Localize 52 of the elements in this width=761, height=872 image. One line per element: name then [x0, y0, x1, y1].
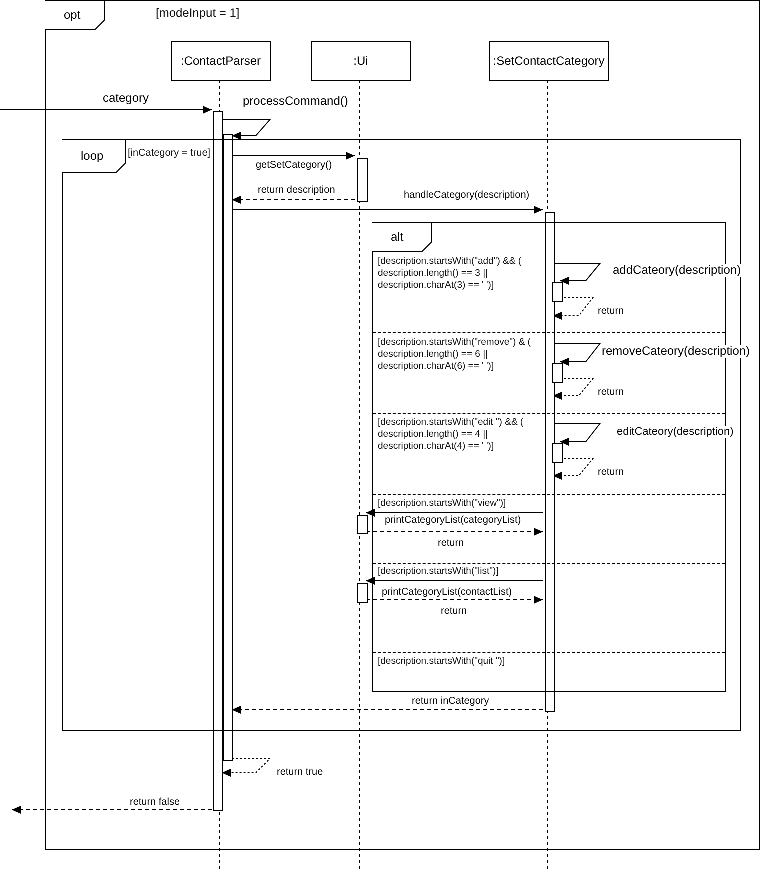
- participant-box: :SetContactCategory: [489, 41, 609, 81]
- activation-bar: [357, 515, 368, 534]
- message-label: return: [597, 467, 626, 478]
- guard-condition: [description.startsWith("view")]: [378, 498, 508, 510]
- message-arrow: [366, 509, 544, 517]
- guard-condition: [inCategory = true]: [128, 148, 211, 160]
- message-arrow: [222, 758, 272, 777]
- activation-bar: [357, 158, 368, 202]
- guard-condition: [description.startsWith("list")]: [378, 566, 500, 578]
- message-arrow: [232, 152, 356, 160]
- fragment-label: opt: [64, 8, 81, 22]
- activation-bar: [552, 443, 563, 463]
- activation-bar: [552, 363, 563, 383]
- message-label: getSetCategory(): [255, 160, 334, 171]
- message-label: removeCateory(description): [601, 345, 752, 358]
- guard-condition: [modeInput = 1]: [156, 7, 240, 19]
- participant-box: :Ui: [311, 41, 411, 81]
- activation-bar: [552, 282, 563, 302]
- activation-bar: [223, 134, 233, 761]
- fragment-label: alt: [391, 230, 404, 244]
- message-arrow: [366, 577, 544, 585]
- message-label: editCateory(description): [616, 426, 735, 438]
- message-label: addCateory(description): [612, 264, 742, 278]
- message-label: return false: [129, 797, 182, 808]
- message-label: return: [597, 387, 626, 398]
- message-label: return: [440, 606, 468, 617]
- activation-bar: [357, 583, 368, 603]
- message-label: category: [102, 92, 150, 106]
- guard-condition: [description.startsWith("quit ")]: [378, 656, 506, 668]
- message-arrow: [232, 706, 544, 714]
- message-arrow: [222, 120, 272, 140]
- message-label: handleCategory(description): [403, 190, 531, 201]
- message-arrow: [232, 196, 356, 204]
- guard-condition: [description.startsWith("add") && ( description.length() == 3 || description.charAt(3) == ' ')]: [378, 256, 522, 292]
- message-arrow: [0, 106, 212, 114]
- guard-condition: [description.startsWith("edit ") && ( description.length() == 4 || description.charAt(4) == ' ')]: [378, 417, 525, 453]
- message-arrow: [232, 206, 544, 214]
- message-label: return: [437, 538, 466, 549]
- message-label: return: [597, 306, 626, 317]
- message-label: return inCategory: [411, 696, 490, 707]
- activation-bar: [213, 111, 223, 811]
- activation-bar: [545, 212, 555, 712]
- message-label: return description: [257, 185, 336, 196]
- message-label: printCategoryList(contactList): [381, 587, 514, 598]
- message-arrow: [12, 806, 212, 814]
- message-label: printCategoryList(categoryList): [384, 515, 522, 526]
- message-label: return true: [276, 767, 324, 778]
- message-label: processCommand(): [242, 95, 350, 108]
- participant-box: :ContactParser: [171, 41, 271, 81]
- fragment-label: loop: [81, 149, 104, 163]
- guard-condition: [description.startsWith("remove") & ( description.length() == 6 || description.charAt(6) == ' ')]: [378, 337, 532, 373]
- fragment-frame: [45, 0, 760, 850]
